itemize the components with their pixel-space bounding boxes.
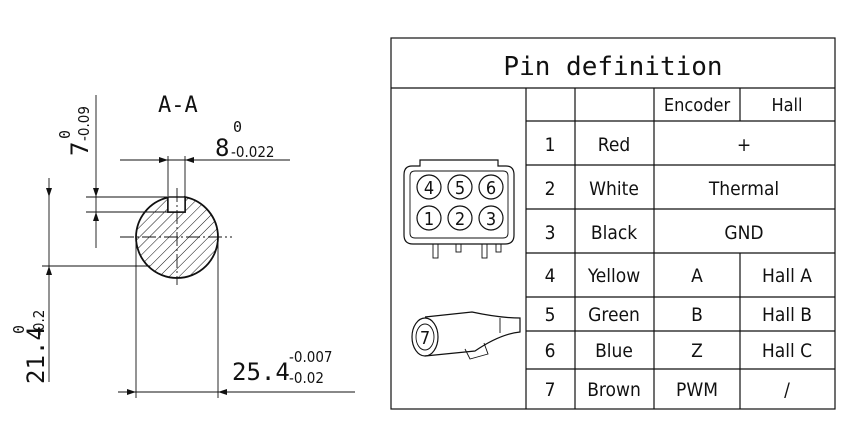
key-width-dimension: 8 0 -0.022 bbox=[120, 118, 290, 196]
table-cell-encoder: B bbox=[691, 304, 703, 326]
shaft-depth-dimension: 21.4 0 -0.2 bbox=[10, 178, 150, 384]
table-cell-color: Yellow bbox=[587, 265, 640, 287]
header-hall: Hall bbox=[771, 95, 802, 116]
six-pin-connector: 4 5 6 1 2 3 bbox=[403, 159, 515, 259]
connector-pin-label: 2 bbox=[455, 209, 465, 230]
connector-pin-label: 5 bbox=[455, 178, 465, 199]
table-cell-pin: 5 bbox=[545, 304, 556, 326]
table-cell-hall: Hall A bbox=[762, 265, 812, 287]
shaft-cross-section bbox=[120, 188, 232, 285]
table-title: Pin definition bbox=[503, 52, 722, 82]
connector-pin-label: 3 bbox=[486, 209, 496, 230]
connector-single-label: 7 bbox=[420, 328, 430, 349]
table-cell-pin: 1 bbox=[545, 134, 556, 156]
shaft-depth-upper: 0 bbox=[10, 325, 28, 334]
table-cell-signal: GND bbox=[724, 222, 763, 244]
connector-pin-label: 4 bbox=[424, 178, 434, 199]
table-cell-pin: 6 bbox=[545, 340, 556, 362]
shaft-section-view: A-A 8 0 -0.022 bbox=[10, 93, 355, 398]
connector-pin-label: 1 bbox=[424, 209, 434, 230]
key-height-upper: 0 bbox=[56, 130, 74, 139]
table-cell-signal: Thermal bbox=[708, 178, 779, 200]
table-cell-pin: 7 bbox=[545, 379, 556, 401]
table-cell-hall: Hall C bbox=[762, 340, 812, 362]
shaft-diameter-upper: -0.007 bbox=[289, 348, 333, 366]
key-width-nominal: 8 bbox=[215, 134, 229, 162]
pin-definition-table: Pin definition Encoder Hall 1 Red + 2 Wh… bbox=[390, 37, 836, 410]
table-cell-hall: Hall B bbox=[762, 304, 812, 326]
table-cell-color: Brown bbox=[587, 379, 641, 401]
table-cell-color: White bbox=[589, 178, 639, 200]
key-height-lower: -0.09 bbox=[75, 106, 93, 141]
shaft-diameter-lower: -0.02 bbox=[289, 369, 324, 387]
shaft-depth-nominal: 21.4 bbox=[22, 326, 50, 384]
table-cell-pin: 3 bbox=[545, 222, 556, 244]
header-encoder: Encoder bbox=[664, 95, 731, 116]
connector-pin-label: 6 bbox=[486, 178, 496, 199]
single-pin-connector: 7 bbox=[411, 311, 521, 360]
key-width-lower: -0.022 bbox=[231, 143, 275, 161]
table-cell-hall: / bbox=[784, 379, 790, 401]
key-height-dimension: 7 0 -0.09 bbox=[56, 95, 168, 248]
table-cell-encoder: Z bbox=[691, 340, 703, 362]
table-cell-color: Green bbox=[588, 304, 640, 326]
shaft-depth-lower: -0.2 bbox=[30, 310, 48, 336]
table-cell-encoder: PWM bbox=[676, 379, 718, 401]
table-cell-color: Blue bbox=[595, 340, 633, 362]
key-height-nominal: 7 bbox=[66, 142, 94, 156]
table-cell-encoder: A bbox=[691, 265, 703, 287]
table-cell-pin: 2 bbox=[545, 178, 556, 200]
shaft-diameter-nominal: 25.4 bbox=[232, 358, 290, 386]
table-cell-color: Red bbox=[598, 134, 630, 156]
table-cell-pin: 4 bbox=[545, 265, 556, 287]
key-width-upper: 0 bbox=[233, 118, 242, 136]
section-label: A-A bbox=[158, 93, 198, 118]
table-cell-signal: + bbox=[737, 134, 751, 156]
table-rows: 1 Red + 2 White Thermal 3 Black GND 4 Ye… bbox=[545, 134, 813, 401]
table-cell-color: Black bbox=[591, 222, 637, 244]
shaft-diameter-dimension: 25.4 -0.007 -0.02 bbox=[118, 237, 355, 398]
